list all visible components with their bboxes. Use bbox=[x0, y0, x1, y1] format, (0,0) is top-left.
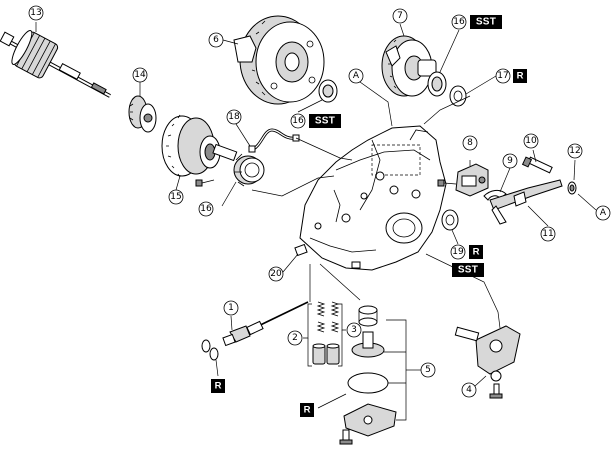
svg-text:13: 13 bbox=[30, 8, 41, 18]
callout-16-mid: 16 bbox=[290, 113, 306, 129]
svg-text:20: 20 bbox=[270, 269, 282, 279]
callout-12: 12 bbox=[567, 143, 583, 159]
svg-text:4: 4 bbox=[466, 385, 472, 395]
replace-badge-17: R bbox=[513, 69, 527, 83]
solenoid-bracket bbox=[454, 325, 521, 399]
replace-badge-oring: R bbox=[211, 379, 225, 393]
svg-text:A: A bbox=[600, 208, 607, 218]
callout-13: 13 bbox=[28, 5, 44, 21]
svg-text:18: 18 bbox=[228, 112, 240, 122]
callout-15: 15 bbox=[168, 189, 184, 205]
svg-text:7: 7 bbox=[397, 11, 403, 21]
bearing-16-left bbox=[233, 153, 265, 187]
callout-7: 7 bbox=[392, 8, 408, 24]
callout-18: 18 bbox=[226, 109, 242, 125]
transaxle-case bbox=[299, 125, 447, 271]
sst-badge-lower: SST bbox=[452, 263, 484, 277]
oil-seal-17 bbox=[449, 85, 467, 107]
callout-6: 6 bbox=[208, 32, 224, 48]
shift-lever bbox=[489, 179, 563, 225]
callout-9: 9 bbox=[502, 153, 518, 169]
sst-badge-mid: SST bbox=[309, 114, 341, 128]
svg-text:11: 11 bbox=[542, 229, 553, 239]
callout-19: 19 bbox=[450, 244, 466, 260]
callout-11: 11 bbox=[540, 226, 556, 242]
svg-text:6: 6 bbox=[213, 35, 219, 45]
svg-text:R: R bbox=[215, 381, 222, 392]
reference-mark-a-top: A bbox=[348, 68, 364, 84]
accumulator-parts bbox=[312, 301, 340, 365]
lever-pin bbox=[567, 181, 577, 195]
callout-10: 10 bbox=[523, 133, 539, 149]
svg-text:9: 9 bbox=[507, 156, 513, 166]
pin-bolt bbox=[521, 156, 553, 174]
svg-text:16: 16 bbox=[292, 116, 304, 126]
svg-text:SST: SST bbox=[458, 265, 478, 276]
svg-text:16: 16 bbox=[200, 204, 212, 214]
callout-4: 4 bbox=[461, 382, 477, 398]
svg-text:R: R bbox=[304, 405, 311, 416]
small-gear bbox=[128, 95, 157, 133]
svg-text:16: 16 bbox=[453, 17, 465, 27]
svg-text:8: 8 bbox=[467, 138, 473, 148]
callout-16-left: 16 bbox=[198, 201, 214, 217]
svg-text:SST: SST bbox=[315, 116, 335, 127]
o-rings-1 bbox=[201, 339, 219, 361]
callout-1: 1 bbox=[223, 300, 239, 316]
oil-pipe bbox=[248, 128, 300, 153]
svg-text:R: R bbox=[517, 71, 524, 82]
svg-text:19: 19 bbox=[452, 247, 464, 257]
differential-assembly bbox=[381, 35, 437, 97]
svg-text:5: 5 bbox=[425, 365, 431, 375]
callout-17: 17 bbox=[495, 68, 511, 84]
servo-piston bbox=[339, 305, 397, 445]
drain-plug bbox=[294, 243, 308, 257]
bearing-16-right bbox=[427, 71, 447, 97]
large-gear bbox=[161, 114, 238, 178]
bolt-small-left bbox=[195, 179, 215, 187]
svg-text:2: 2 bbox=[292, 333, 298, 343]
differential-gear bbox=[233, 15, 325, 105]
replace-badge-19: R bbox=[469, 245, 483, 259]
callout-16-right: 16 bbox=[451, 14, 467, 30]
reference-mark-a-right: A bbox=[595, 205, 611, 221]
callout-2: 2 bbox=[287, 330, 303, 346]
svg-text:14: 14 bbox=[134, 70, 146, 80]
speed-sensor bbox=[222, 301, 309, 347]
svg-text:12: 12 bbox=[569, 146, 580, 156]
callout-5: 5 bbox=[420, 362, 436, 378]
svg-text:SST: SST bbox=[476, 17, 496, 28]
svg-text:3: 3 bbox=[351, 325, 357, 335]
replace-badge-gasket: R bbox=[300, 403, 314, 417]
sst-badge-upper: SST bbox=[470, 15, 502, 29]
sensor-bracket bbox=[437, 163, 489, 197]
svg-text:A: A bbox=[353, 71, 360, 81]
input-shaft-assembly bbox=[0, 30, 111, 98]
svg-text:1: 1 bbox=[228, 303, 234, 313]
callout-3: 3 bbox=[346, 322, 362, 338]
svg-text:17: 17 bbox=[497, 71, 508, 81]
callout-14: 14 bbox=[132, 67, 148, 83]
callout-8: 8 bbox=[462, 135, 478, 151]
svg-text:15: 15 bbox=[170, 192, 181, 202]
svg-text:10: 10 bbox=[525, 136, 537, 146]
svg-text:R: R bbox=[473, 247, 480, 258]
case-plug bbox=[351, 261, 361, 269]
callout-20: 20 bbox=[268, 266, 284, 282]
oil-seal-16-mid bbox=[318, 79, 338, 103]
oil-seal-19 bbox=[441, 209, 459, 231]
